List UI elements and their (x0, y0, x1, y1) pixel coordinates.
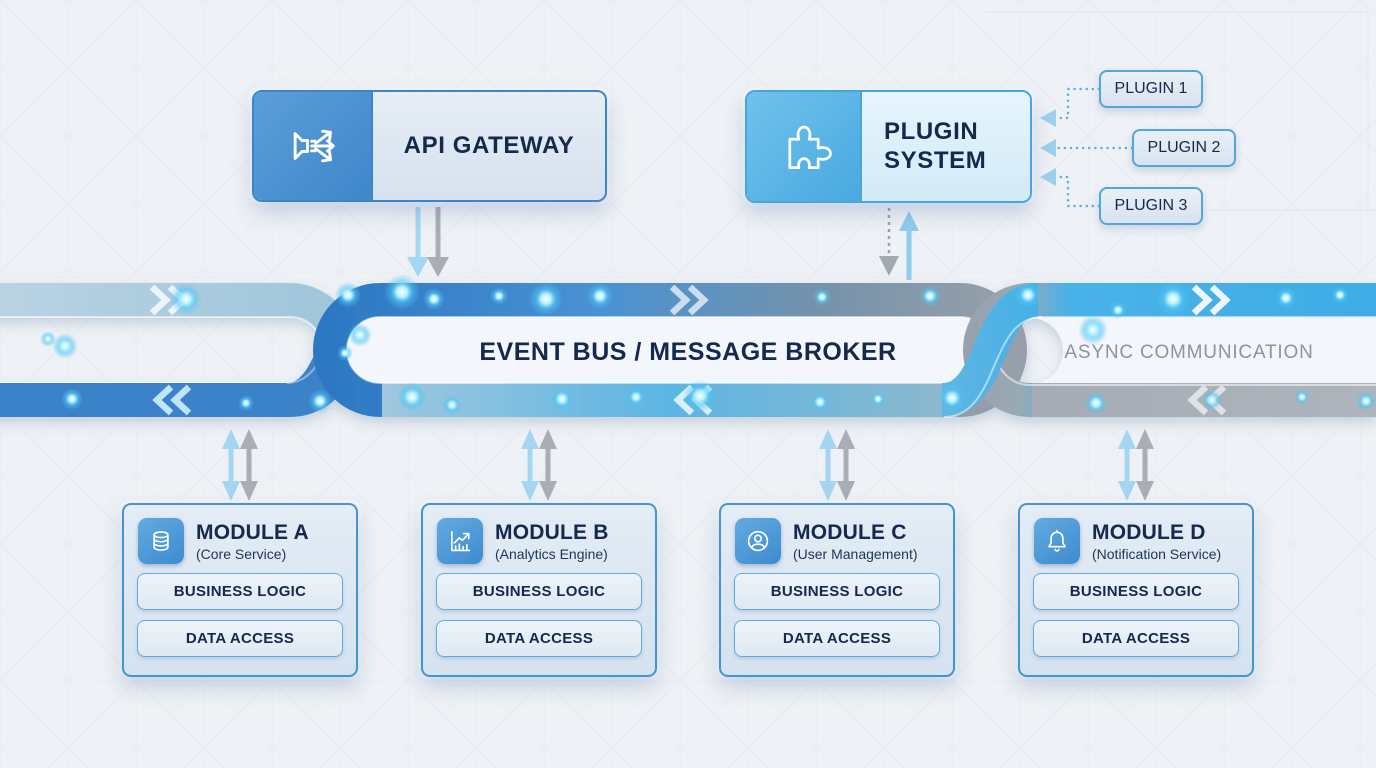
plugin-3-chip: PLUGIN 3 (1099, 187, 1203, 225)
broadcast-icon (254, 92, 373, 200)
database-icon (138, 518, 184, 564)
module-a-card: MODULE A (Core Service) BUSINESS LOGIC D… (122, 503, 358, 677)
plugin-connectors (1056, 87, 1134, 208)
api-gateway-label-panel: API GATEWAY (373, 92, 605, 200)
module-d-card: MODULE D (Notification Service) BUSINESS… (1018, 503, 1254, 677)
module-b-header: MODULE B (Analytics Engine) (423, 505, 655, 573)
async-communication-label: ASYNC COMMUNICATION (1064, 342, 1313, 363)
module-c-header: MODULE C (User Management) (721, 505, 953, 573)
plugin-system-bus-arrows (879, 208, 919, 280)
api-gateway-node: API GATEWAY (252, 90, 607, 202)
module-d-header: MODULE D (Notification Service) (1020, 505, 1252, 573)
plugin-system-label-line1: PLUGIN (884, 117, 979, 145)
module-subtitle: (Notification Service) (1092, 545, 1222, 562)
module-d-titles: MODULE D (Notification Service) (1092, 521, 1221, 562)
module-subtitle: (Analytics Engine) (495, 545, 608, 562)
module-d-data-access: DATA ACCESS (1033, 620, 1239, 657)
module-bus-arrows (222, 429, 1154, 501)
analytics-chart-icon (437, 518, 483, 564)
module-c-card: MODULE C (User Management) BUSINESS LOGI… (719, 503, 955, 677)
module-d-business-logic: BUSINESS LOGIC (1033, 573, 1239, 610)
event-bus-ribbon (0, 282, 1376, 418)
module-title: MODULE D (1092, 520, 1206, 544)
module-b-card: MODULE B (Analytics Engine) BUSINESS LOG… (421, 503, 657, 677)
module-b-data-access: DATA ACCESS (436, 620, 642, 657)
plugin-1-chip: PLUGIN 1 (1099, 70, 1203, 108)
module-subtitle: (Core Service) (196, 545, 287, 562)
plugin-system-label-panel: PLUGIN SYSTEM (862, 92, 1030, 201)
module-b-titles: MODULE B (Analytics Engine) (495, 521, 609, 562)
module-c-business-logic: BUSINESS LOGIC (734, 573, 940, 610)
module-title: MODULE B (495, 520, 609, 544)
module-subtitle: (User Management) (793, 545, 918, 562)
plugin-system-node: PLUGIN SYSTEM (745, 90, 1032, 203)
user-icon (735, 518, 781, 564)
module-title: MODULE A (196, 520, 309, 544)
module-a-data-access: DATA ACCESS (137, 620, 343, 657)
glow-particles (40, 274, 1376, 415)
module-a-header: MODULE A (Core Service) (124, 505, 356, 573)
module-title: MODULE C (793, 520, 907, 544)
module-a-business-logic: BUSINESS LOGIC (137, 573, 343, 610)
module-b-business-logic: BUSINESS LOGIC (436, 573, 642, 610)
api-gateway-label: API GATEWAY (403, 132, 575, 159)
bell-icon (1034, 518, 1080, 564)
module-a-titles: MODULE A (Core Service) (196, 521, 309, 562)
module-c-titles: MODULE C (User Management) (793, 521, 918, 562)
api-gateway-bus-arrows (407, 207, 449, 277)
plugin-2-chip: PLUGIN 2 (1132, 129, 1236, 167)
event-bus-label: EVENT BUS / MESSAGE BROKER (479, 338, 896, 366)
module-c-data-access: DATA ACCESS (734, 620, 940, 657)
plugin-system-label-line2: SYSTEM (884, 146, 987, 174)
puzzle-icon (747, 92, 862, 201)
plugin-connector-arrowheads (1040, 109, 1056, 186)
